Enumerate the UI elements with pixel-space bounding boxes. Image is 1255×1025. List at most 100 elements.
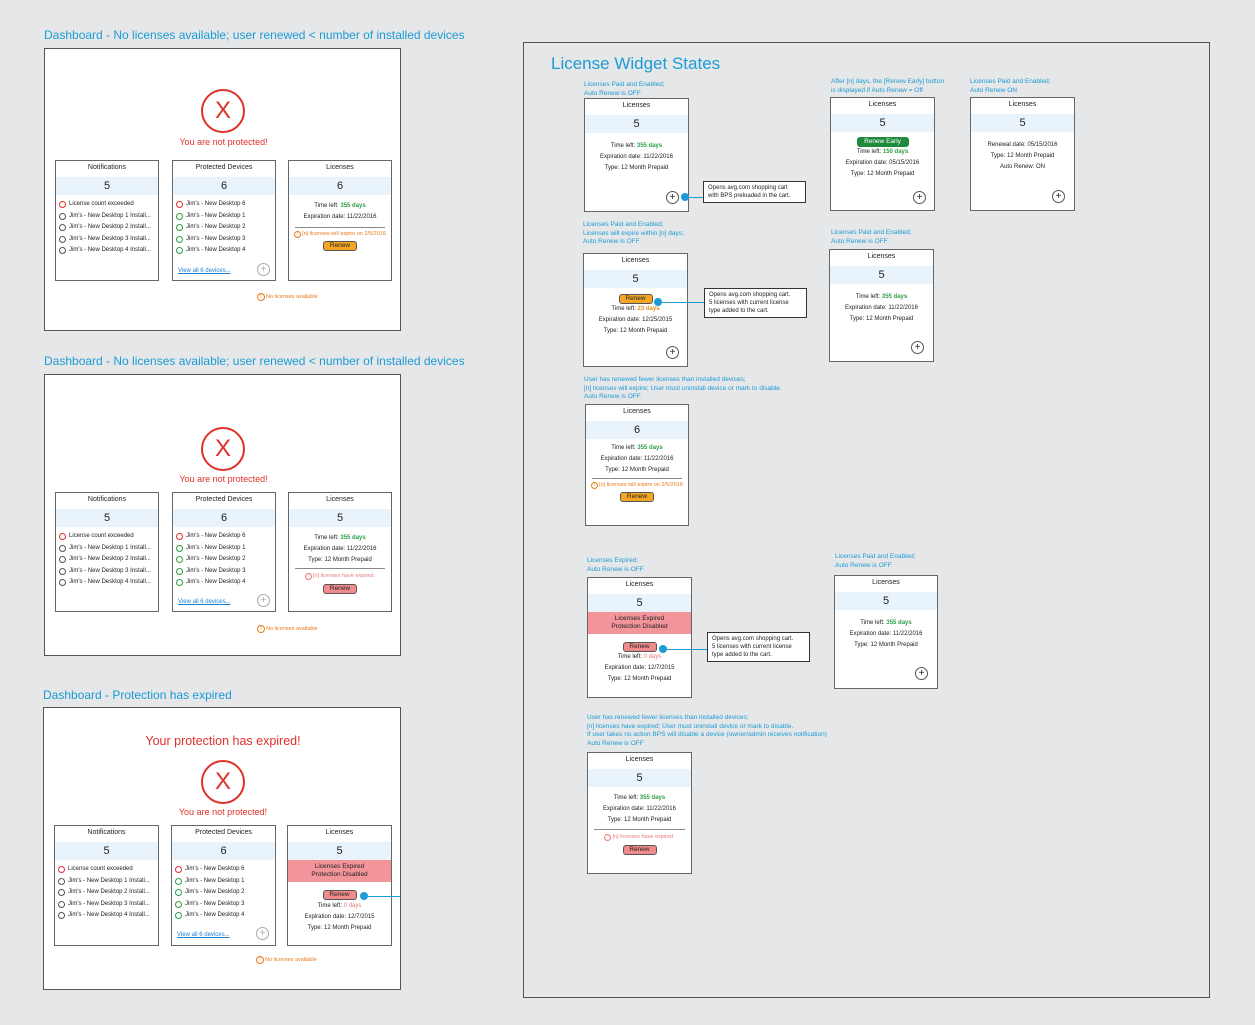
list-item[interactable]: Jim's - New Desktop 4: [173, 245, 275, 257]
list-item[interactable]: Jim's - New Desktop 2 Install...: [55, 887, 158, 899]
list-item[interactable]: Jim's - New Desktop 6: [172, 864, 275, 876]
list-item[interactable]: Jim's - New Desktop 2 Install...: [56, 222, 158, 234]
list-item[interactable]: Jim's - New Desktop 1 Install...: [56, 211, 158, 223]
licenses-widget[interactable]: Licenses 5 Renewal date: 05/15/2016 Type…: [970, 97, 1075, 211]
not-protected-icon: X: [201, 760, 245, 804]
licenses-widget[interactable]: Licenses 5 Time left: 355 days Expiratio…: [834, 575, 938, 689]
connector-dot: [681, 193, 689, 201]
circle-icon: [59, 224, 66, 232]
renew-button[interactable]: Renew: [322, 890, 357, 900]
ok-circle-icon: [175, 889, 182, 897]
licenses-count: 5: [831, 114, 934, 132]
list-item[interactable]: License count exceeded: [56, 199, 158, 211]
list-item[interactable]: Jim's - New Desktop 2: [172, 887, 275, 899]
list-item[interactable]: Jim's - New Desktop 4: [173, 577, 275, 589]
list-item[interactable]: Jim's - New Desktop 3 Install...: [56, 566, 158, 578]
list-item[interactable]: Jim's - New Desktop 1: [173, 211, 275, 223]
devices-card[interactable]: Protected Devices 6 Jim's - New Desktop …: [171, 825, 276, 946]
licenses-title: Licenses: [625, 756, 654, 763]
licenses-widget[interactable]: Licenses 5 Renew Time left: 23 days Expi…: [583, 253, 688, 367]
renew-button[interactable]: Renew: [620, 492, 654, 502]
licenses-count: 5: [588, 769, 691, 787]
add-device-icon[interactable]: +: [257, 263, 270, 276]
licenses-count: 6: [586, 421, 688, 439]
state-note: Licenses Paid and Enabled;Auto Renew is …: [835, 553, 916, 569]
licenses-count: 5: [835, 592, 937, 610]
circle-icon: [59, 544, 66, 552]
callout: Opens avg.com shopping cart.5 licenses w…: [704, 288, 807, 318]
list-item[interactable]: Jim's - New Desktop 3: [173, 566, 275, 578]
list-item[interactable]: Jim's - New Desktop 3 Install...: [56, 234, 158, 246]
ok-circle-icon: [176, 567, 183, 575]
circle-icon: [59, 212, 66, 220]
add-icon[interactable]: +: [913, 191, 926, 204]
add-icon[interactable]: +: [911, 341, 924, 354]
licenses-widget[interactable]: Licenses 5 Time left: 355 days Expiratio…: [584, 98, 689, 212]
not-protected-text: You are not protected!: [179, 137, 268, 147]
list-item[interactable]: Jim's - New Desktop 2: [173, 222, 275, 234]
list-item[interactable]: Jim's - New Desktop 1: [172, 876, 275, 888]
add-device-icon[interactable]: +: [256, 927, 269, 940]
list-item[interactable]: License count exceeded: [55, 864, 158, 876]
licenses-widget[interactable]: Licenses 6 Time left: 355 days Expiratio…: [585, 404, 689, 526]
licenses-card[interactable]: Licenses 5 Time left: 355 days Expiratio…: [288, 492, 392, 612]
notifications-card[interactable]: Notifications 5 License count exceeded J…: [55, 160, 159, 281]
view-all-devices-link[interactable]: View all 6 devices...: [178, 599, 231, 605]
devices-title: Protected Devices: [195, 829, 252, 836]
licenses-card[interactable]: Licenses 6 Time left: 355 days Expiratio…: [288, 160, 392, 281]
list-item[interactable]: Jim's - New Desktop 2: [173, 554, 275, 566]
list-item[interactable]: Jim's - New Desktop 3: [172, 899, 275, 911]
add-icon[interactable]: +: [915, 667, 928, 680]
list-item[interactable]: Jim's - New Desktop 4: [172, 910, 275, 922]
circle-icon: [59, 556, 66, 564]
renew-button[interactable]: Renew: [323, 584, 357, 594]
list-item[interactable]: Jim's - New Desktop 4 Install...: [56, 245, 158, 257]
list-item[interactable]: License count exceeded: [56, 531, 158, 543]
notifications-card[interactable]: Notifications 5 License count exceeded J…: [54, 825, 159, 946]
view-all-devices-link[interactable]: View all 6 devices...: [177, 932, 230, 938]
notifications-card[interactable]: Notifications 5 License count exceeded J…: [55, 492, 159, 612]
renew-button[interactable]: Renew: [323, 241, 357, 251]
add-device-icon[interactable]: +: [257, 594, 270, 607]
alert-circle-icon: [59, 201, 66, 209]
licenses-widget[interactable]: Licenses 5 Time left: 355 days Expiratio…: [587, 752, 692, 874]
devices-card[interactable]: Protected Devices 6 Jim's - New Desktop …: [172, 492, 276, 612]
add-icon[interactable]: +: [666, 346, 679, 359]
circle-icon: [59, 567, 66, 575]
dashboard-1-title: Dashboard - No licenses available; user …: [44, 28, 465, 42]
list-item[interactable]: Jim's - New Desktop 4 Install...: [55, 910, 158, 922]
list-item[interactable]: Jim's - New Desktop 4 Install...: [56, 577, 158, 589]
renew-button[interactable]: Renew: [622, 845, 657, 855]
time-left: Time left: 355 days: [610, 143, 663, 149]
list-item[interactable]: Jim's - New Desktop 1 Install...: [55, 876, 158, 888]
state-note: Licenses Expired;Auto Renew is OFF: [587, 557, 644, 573]
notifications-count: 5: [56, 177, 158, 195]
circle-icon: [59, 247, 66, 255]
panel-title: License Widget States: [551, 54, 721, 73]
callout: Opens avg.com shopping cart.5 licenses w…: [707, 632, 810, 662]
renew-early-button[interactable]: Renew Early: [856, 137, 909, 147]
list-item[interactable]: Jim's - New Desktop 6: [173, 531, 275, 543]
add-icon[interactable]: +: [666, 191, 679, 204]
list-item[interactable]: Jim's - New Desktop 2 Install...: [56, 554, 158, 566]
list-item[interactable]: Jim's - New Desktop 6: [173, 199, 275, 211]
license-type: Type: 12 Month Prepaid: [990, 153, 1055, 159]
connector-line: [667, 649, 707, 650]
licenses-widget[interactable]: Licenses 5 Renew Early Time left: 150 da…: [830, 97, 935, 211]
time-left: Time left: 355 days: [611, 445, 663, 451]
devices-count: 6: [172, 842, 275, 860]
add-icon[interactable]: +: [1052, 190, 1065, 203]
view-all-devices-link[interactable]: View all 6 devices...: [178, 268, 231, 274]
list-item[interactable]: Jim's - New Desktop 3: [173, 234, 275, 246]
list-item[interactable]: Jim's - New Desktop 1 Install...: [56, 543, 158, 555]
list-item[interactable]: Jim's - New Desktop 3 Install...: [55, 899, 158, 911]
renew-button[interactable]: Renew: [618, 294, 653, 304]
renew-button[interactable]: Renew: [622, 642, 657, 652]
licenses-title: Licenses: [621, 257, 650, 264]
ok-circle-icon: [175, 900, 182, 908]
devices-card[interactable]: Protected Devices 6 Jim's - New Desktop …: [172, 160, 276, 281]
licenses-widget[interactable]: Licenses 5 Time left: 355 days Expiratio…: [829, 249, 934, 362]
list-item[interactable]: Jim's - New Desktop 1: [173, 543, 275, 555]
